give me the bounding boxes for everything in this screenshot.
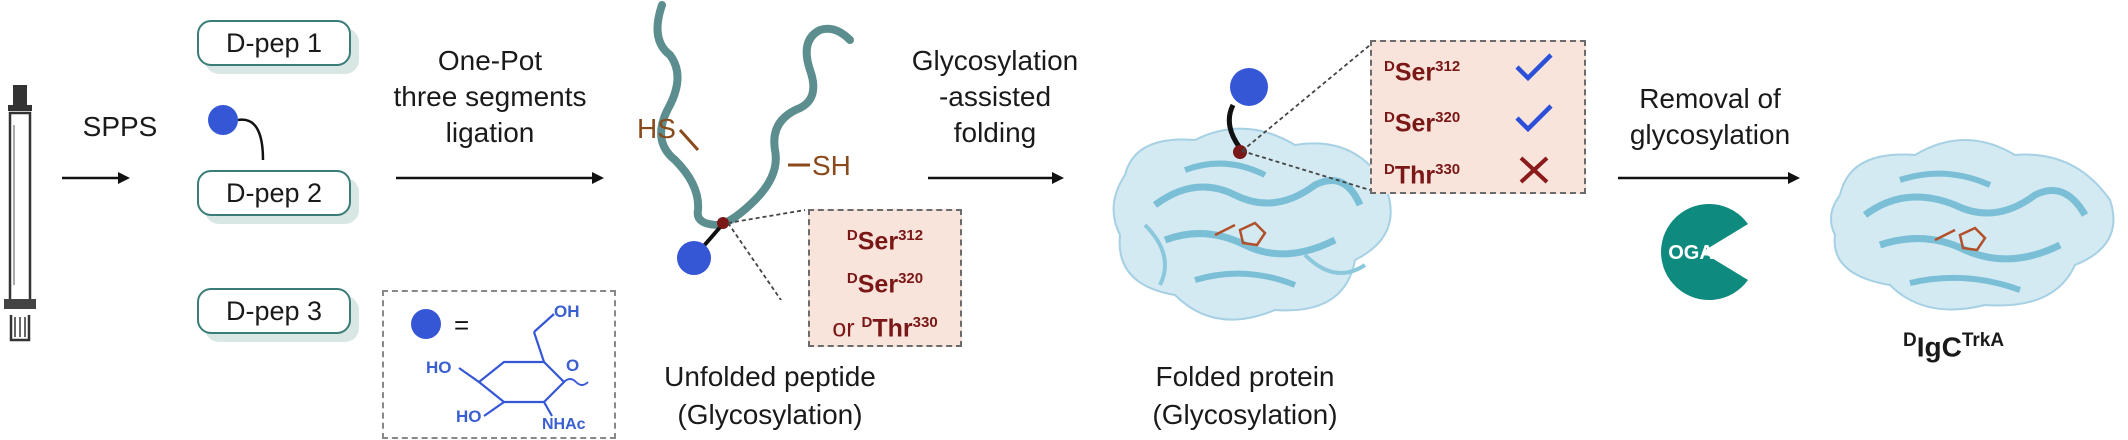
folded-caption-2: (Glycosylation) [1152, 399, 1338, 430]
legend-ho-low: HO [456, 407, 482, 426]
glycan-on-segment-icon [208, 105, 265, 161]
folded-site-thr330: DThr330 [1384, 151, 1584, 194]
arrow-removal [1618, 172, 1800, 184]
removal-line-2: glycosylation [1629, 119, 1791, 150]
spps-column-icon [4, 85, 36, 342]
legend-equals: = [454, 310, 470, 340]
unfolded-caption-1: Unfolded peptide [664, 361, 876, 392]
final-protein [1830, 139, 2115, 311]
folded-sites-box: DSer312 DSer320 DThr330 [1370, 40, 1586, 194]
peptide-segment-2: D-pep 2 [197, 170, 351, 216]
folded-site-ser312: DSer312 [1384, 48, 1584, 91]
folding-line-1: Glycosylation [911, 45, 1079, 76]
legend-ring-o: O [566, 356, 580, 375]
thiol-right: SH [812, 150, 851, 181]
legend-nhac: NHAc [542, 416, 586, 433]
folding-line-3: folding [953, 117, 1037, 148]
site-ser312: DSer312 [846, 227, 924, 256]
ligation-line-1: One-Pot [437, 45, 543, 76]
cross-icon [1519, 156, 1549, 184]
folding-line-2: -assisted [938, 81, 1052, 112]
ligation-line-3: ligation [445, 117, 535, 148]
check-icon [1515, 53, 1553, 82]
site-ser320: DSer320 [846, 270, 924, 299]
product-label: DIgCTrkA [1903, 330, 2005, 363]
peptide-segment-3: D-pep 3 [197, 288, 351, 334]
folded-caption-1: Folded protein [1155, 361, 1335, 392]
glcnac-structure-icon [411, 309, 589, 417]
peptide-segment-1: D-pep 1 [197, 20, 351, 66]
thiol-left: HS [637, 113, 676, 144]
arrow-ligation [396, 172, 604, 184]
folded-site-ser320: DSer320 [1384, 99, 1584, 142]
removal-line-1: Removal of [1639, 83, 1781, 114]
oga-enzyme-icon [1661, 204, 1748, 300]
unfolded-caption-2: (Glycosylation) [677, 399, 863, 430]
spps-label: SPPS [82, 111, 158, 142]
check-icon [1515, 104, 1553, 133]
arrow-spps [62, 172, 130, 184]
unfolded-peptide-strands [653, 1, 854, 300]
glycosylation-sites-box: DSer312 DSer320 or DThr330 [808, 209, 962, 347]
ligation-line-2: three segments [393, 81, 587, 112]
enzyme-label: OGA [1668, 242, 1714, 264]
glycan-legend: = OH HO HO O NHAc [382, 290, 616, 439]
site-thr330: or DThr330 [832, 313, 938, 342]
legend-oh: OH [554, 302, 580, 321]
folded-callout-lines [1241, 44, 1371, 191]
folded-glycoprotein [1112, 68, 1392, 321]
arrow-folding [928, 172, 1064, 184]
legend-ho-mid: HO [426, 358, 452, 377]
